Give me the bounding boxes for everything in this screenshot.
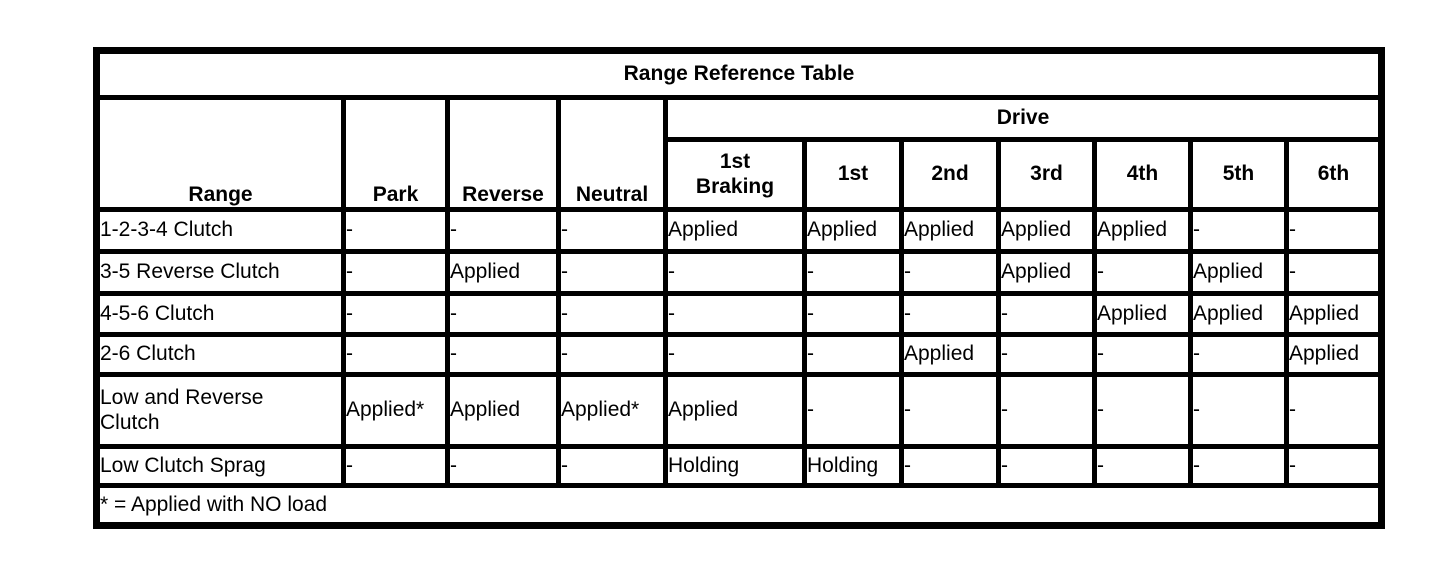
value-cell: - bbox=[996, 291, 1097, 337]
row-label: 3-5 Reverse Clutch bbox=[94, 249, 346, 296]
value-cell: - bbox=[556, 249, 668, 296]
value-cell: Applied bbox=[996, 249, 1097, 296]
value-cell: - bbox=[1284, 207, 1384, 254]
value-cell: - bbox=[1284, 249, 1384, 296]
range-reference-table: Range Reference Table Range Park Reverse… bbox=[93, 47, 1385, 529]
value-cell: - bbox=[1188, 444, 1289, 488]
value-cell: - bbox=[556, 207, 668, 254]
value-cell: Applied bbox=[1092, 291, 1193, 337]
value-cell: Applied bbox=[445, 249, 561, 296]
value-cell: - bbox=[663, 291, 807, 337]
value-cell: - bbox=[663, 249, 807, 296]
value-cell: - bbox=[996, 372, 1097, 449]
table-row: 2-6 Clutch-----Applied---Applied bbox=[94, 332, 1384, 377]
value-cell: Holding bbox=[802, 444, 904, 488]
column-header-3rd: 3rd bbox=[996, 137, 1097, 212]
row-label: 2-6 Clutch bbox=[94, 332, 346, 377]
value-cell: Applied* bbox=[556, 372, 668, 449]
value-cell: Applied bbox=[1284, 291, 1384, 337]
value-cell: - bbox=[341, 332, 450, 377]
value-cell: Applied bbox=[1092, 207, 1193, 254]
table-footnote: * = Applied with NO load bbox=[94, 483, 1384, 528]
value-cell: - bbox=[1284, 444, 1384, 488]
column-header-park: Park bbox=[341, 95, 450, 212]
row-label: Low Clutch Sprag bbox=[94, 444, 346, 488]
value-cell: - bbox=[341, 207, 450, 254]
value-cell: - bbox=[996, 332, 1097, 377]
value-cell: - bbox=[899, 291, 1001, 337]
table-title: Range Reference Table bbox=[94, 48, 1384, 100]
title-row: Range Reference Table bbox=[94, 48, 1384, 100]
value-cell: - bbox=[802, 332, 904, 377]
value-cell: - bbox=[445, 291, 561, 337]
value-cell: - bbox=[996, 444, 1097, 488]
column-header-4th: 4th bbox=[1092, 137, 1193, 212]
column-header-range: Range bbox=[94, 95, 346, 212]
value-cell: Applied bbox=[899, 332, 1001, 377]
value-cell: Applied bbox=[663, 372, 807, 449]
column-group-drive: Drive bbox=[663, 95, 1384, 142]
column-header-neutral: Neutral bbox=[556, 95, 668, 212]
value-cell: Applied bbox=[899, 207, 1001, 254]
value-cell: - bbox=[899, 372, 1001, 449]
table-row: 3-5 Reverse Clutch-Applied----Applied-Ap… bbox=[94, 249, 1384, 296]
value-cell: - bbox=[1188, 372, 1289, 449]
value-cell: - bbox=[1188, 207, 1289, 254]
value-cell: Applied bbox=[1284, 332, 1384, 377]
value-cell: Applied bbox=[1188, 249, 1289, 296]
header-row-drive: 1st Braking 1st 2nd 3rd 4th 5th 6th bbox=[97, 137, 1384, 212]
value-cell: - bbox=[445, 207, 561, 254]
value-cell: - bbox=[802, 372, 904, 449]
value-cell: - bbox=[899, 249, 1001, 296]
row-label: 1-2-3-4 Clutch bbox=[94, 207, 346, 254]
value-cell: - bbox=[341, 291, 450, 337]
value-cell: Holding bbox=[663, 444, 807, 488]
header-row-groups: Range Park Reverse Neutral Drive bbox=[94, 95, 1384, 212]
value-cell: - bbox=[445, 444, 561, 488]
column-header-6th: 6th bbox=[1284, 137, 1384, 212]
value-cell: - bbox=[1092, 332, 1193, 377]
value-cell: - bbox=[663, 332, 807, 377]
value-cell: - bbox=[1284, 372, 1384, 449]
value-cell: Applied bbox=[802, 207, 904, 254]
column-header-2nd: 2nd bbox=[899, 137, 1001, 212]
value-cell: Applied bbox=[663, 207, 807, 254]
row-label: 4-5-6 Clutch bbox=[94, 291, 346, 337]
value-cell: - bbox=[556, 291, 668, 337]
value-cell: - bbox=[1092, 372, 1193, 449]
value-cell: Applied bbox=[996, 207, 1097, 254]
value-cell: - bbox=[802, 249, 904, 296]
value-cell: - bbox=[341, 444, 450, 488]
column-header-5th: 5th bbox=[1188, 137, 1289, 212]
column-header-1st: 1st bbox=[802, 137, 904, 212]
value-cell: - bbox=[341, 249, 450, 296]
value-cell: - bbox=[556, 332, 668, 377]
value-cell: - bbox=[1092, 444, 1193, 488]
value-cell: - bbox=[1188, 332, 1289, 377]
value-cell: - bbox=[802, 291, 904, 337]
footnote-row: * = Applied with NO load bbox=[94, 483, 1384, 528]
value-cell: Applied bbox=[445, 372, 561, 449]
value-cell: - bbox=[899, 444, 1001, 488]
value-cell: Applied bbox=[1188, 291, 1289, 337]
value-cell: - bbox=[556, 444, 668, 488]
value-cell: - bbox=[1092, 249, 1193, 296]
column-header-1st-braking: 1st Braking bbox=[663, 137, 807, 212]
row-label: Low and Reverse Clutch bbox=[94, 372, 346, 449]
value-cell: Applied* bbox=[341, 372, 450, 449]
value-cell: - bbox=[445, 332, 561, 377]
column-header-reverse: Reverse bbox=[445, 95, 561, 212]
